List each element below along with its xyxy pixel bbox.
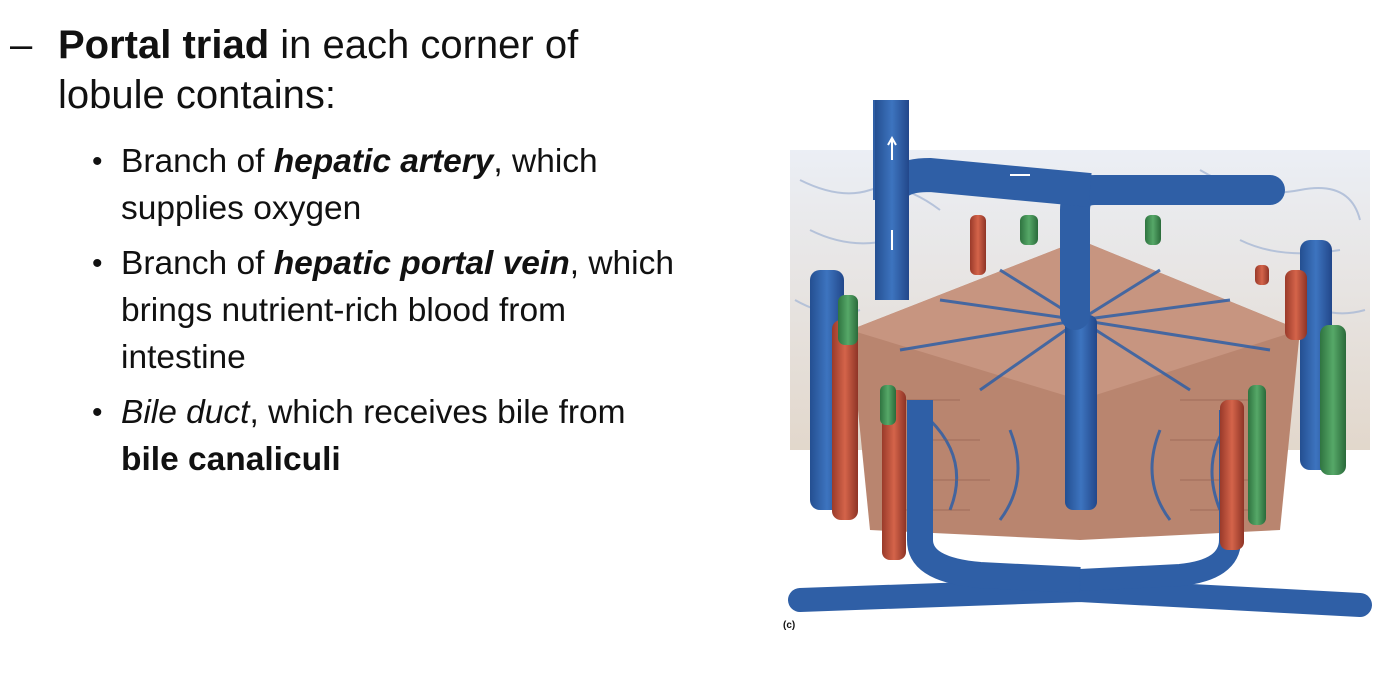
portal-vein-left [907,400,1081,593]
hepatic-portal-vein-term: hepatic portal vein [273,245,570,282]
triad-left-artery [832,320,858,520]
flow-arrows [887,135,1030,250]
list-item-hepatic-portal-vein: Branch of hepatic portal vein, which bri… [92,240,792,381]
main-point-text-2: lobule contains: [58,73,336,117]
bullet-text: supplies oxygen [121,190,362,227]
triad-right-bile-duct [1320,325,1346,475]
list-item-bile-duct: Bile duct, which receives bile from bile… [92,389,792,483]
triad-left-bile-duct [838,295,858,345]
bullet-text: Branch of [121,143,274,180]
triad-front-artery [882,390,906,560]
triad-back-left-artery [970,215,986,275]
triad-front-bile [880,385,896,425]
hepatic-vein-upstream [875,100,909,300]
bullet-text: brings nutrient-rich blood from [121,292,567,329]
bullet-text: , which receives bile from [249,394,626,431]
main-point: Portal triad in each corner of lobule co… [58,20,758,120]
portal-triad-term: Portal triad [58,23,270,67]
central-vein [1065,315,1097,510]
bullet-text: , which [569,245,674,282]
triad-back-right-bile [1145,215,1161,245]
bullet-text: Branch of [121,245,274,282]
triad-back-right-artery [1255,265,1269,285]
liver-lobule-illustration [788,100,1372,617]
portal-vein-branch [788,577,1372,617]
list-dash: – [10,23,33,67]
triad-right-artery [1285,270,1307,340]
main-point-text-1: in each corner of [269,23,579,67]
bile-canaliculi-term: bile canaliculi [121,441,341,478]
bile-duct-term: Bile duct [121,394,250,431]
list-item-hepatic-artery: Branch of hepatic artery, which supplies… [92,138,792,232]
triad-front-right-artery [1220,400,1244,550]
triad-front-right-bile [1248,385,1266,525]
bullet-text: intestine [121,339,246,376]
bullet-text: , which [493,143,598,180]
triad-components-list: Branch of hepatic artery, which supplies… [92,138,792,491]
hepatic-artery-term: hepatic artery [273,143,494,180]
triad-back-left-bile [1020,215,1038,245]
figure-label: (c) [783,620,796,631]
